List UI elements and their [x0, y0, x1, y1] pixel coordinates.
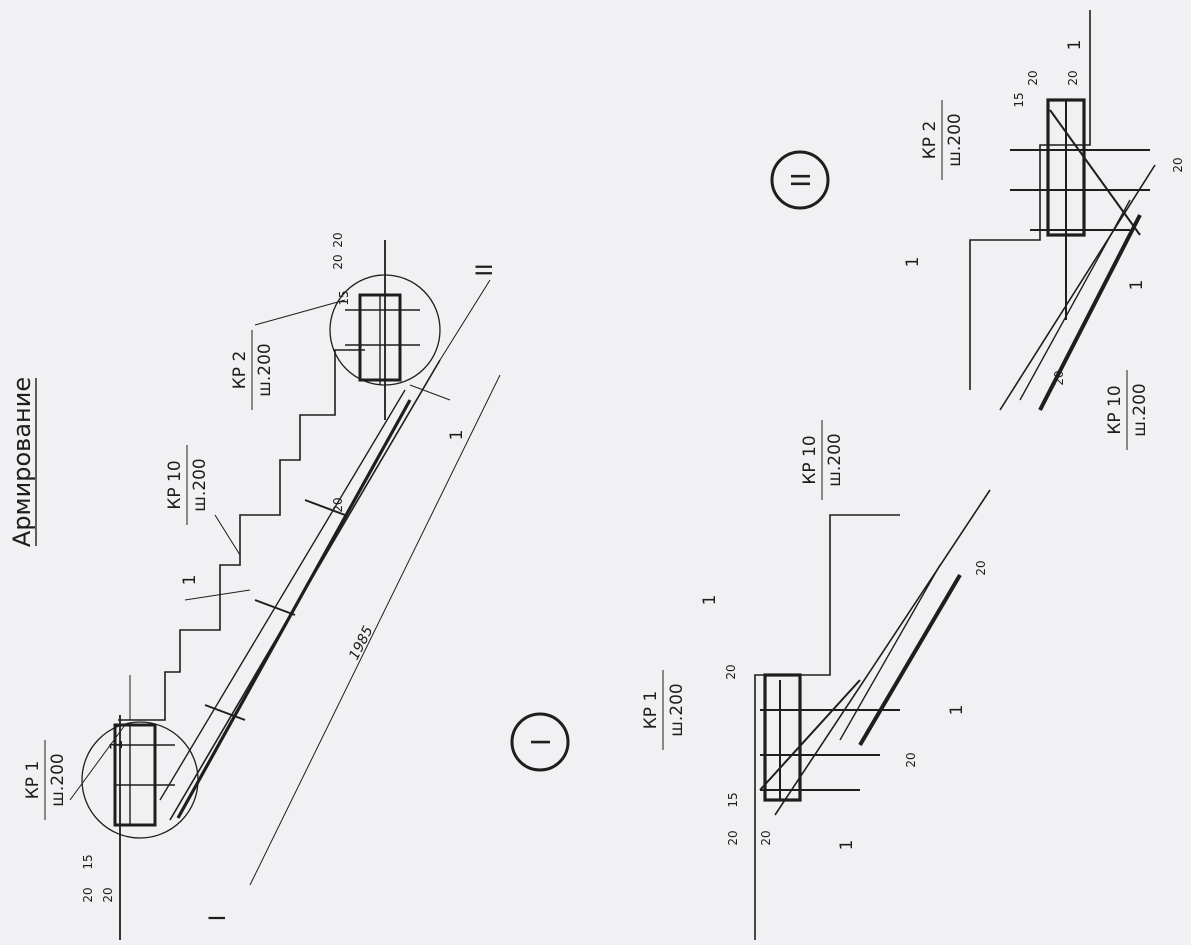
callout-circle-I	[81, 721, 199, 839]
detail-II-cage-bars	[1010, 100, 1150, 320]
title-text: Армирование	[8, 377, 36, 547]
detail-II: II КР 2 ш.200 КР 10 ш.200 1 1 1 15 20 20…	[770, 10, 1185, 450]
callout-label-I: I	[206, 915, 231, 922]
detail-I-diagonal	[759, 679, 861, 791]
detail-I-top-rebar	[839, 564, 941, 741]
detail-II-kp2: КР 2	[920, 121, 940, 160]
label-kp1-step: ш.200	[48, 753, 68, 806]
detail-I-soffit	[774, 489, 991, 816]
detail-I: I КР 1 ш.200 КР 10 ш.200 1 1 1 15 20 20 …	[510, 420, 991, 940]
dim-20r1: 20	[331, 254, 345, 269]
detail-I-landing-cage	[763, 673, 802, 802]
label-kp2-step: ш.200	[255, 343, 275, 396]
detail-II-marker-label: II	[787, 172, 817, 187]
dim-20a: 20	[81, 887, 95, 902]
length-dim-label: 1985	[346, 624, 376, 663]
detail-II-dim-15: 15	[1012, 92, 1026, 107]
detail-I-dim-20d: 20	[904, 752, 918, 767]
detail-II-kp2-step: ш.200	[945, 113, 965, 166]
leader-1b: 1	[180, 575, 200, 586]
detail-I-dim-15: 15	[726, 792, 740, 807]
label-kp10-step: ш.200	[190, 458, 210, 511]
svg-text:1985: 1985	[346, 624, 376, 663]
detail-II-leader-1c: 1	[1065, 40, 1085, 51]
main-view: 1985 КР 1 ш.200 КР 10 ш.200 КР 2 ш.200 1…	[23, 232, 501, 940]
detail-II-dim-20c: 20	[1171, 157, 1185, 172]
dim-20b: 20	[101, 887, 115, 902]
leader-lines	[69, 279, 491, 801]
detail-II-leader-1a: 1	[903, 257, 923, 268]
detail-II-outline	[969, 10, 1091, 390]
detail-I-kp10-step: ш.200	[825, 433, 845, 486]
detail-II-leader-1b: 1	[1127, 280, 1147, 291]
dim-15: 15	[81, 854, 95, 869]
dim-20m: 20	[331, 497, 345, 512]
detail-I-leader-1c: 1	[837, 840, 857, 851]
bottom-rebar	[176, 399, 412, 819]
detail-I-leader-1a: 1	[700, 595, 720, 606]
label-kp1: КР 1	[23, 761, 43, 800]
detail-II-diagonal	[1049, 109, 1141, 236]
detail-II-dim-20a: 20	[1026, 70, 1040, 85]
detail-II-dim-20d: 20	[1052, 370, 1066, 385]
length-dimension-line	[249, 374, 501, 886]
detail-II-dim-20b: 20	[1066, 70, 1080, 85]
bottom-landing-node	[81, 715, 199, 940]
detail-II-soffit	[999, 164, 1156, 411]
top-landing-node	[329, 240, 441, 420]
detail-II-top-rebar	[1019, 199, 1131, 401]
detail-I-dim-20b: 20	[759, 830, 773, 845]
dim-15r: 15	[337, 290, 351, 305]
detail-II-kp10-step: ш.200	[1130, 383, 1150, 436]
label-kp10: КР 10	[165, 460, 185, 509]
callout-label-II: II	[473, 264, 498, 277]
detail-I-cage-bars	[760, 680, 900, 800]
detail-I-kp1-step: ш.200	[667, 683, 687, 736]
callout-circle-II	[329, 274, 441, 386]
top-rebar	[159, 389, 406, 801]
detail-I-bottom-rebar	[858, 573, 962, 747]
detail-I-dim-20a: 20	[726, 830, 740, 845]
stair-steps-outline	[118, 349, 365, 721]
detail-I-leader-1b: 1	[947, 705, 967, 716]
sheet-title: Армирование	[8, 377, 37, 547]
dim-20r2: 20	[331, 232, 345, 247]
leader-1a: 1	[107, 740, 127, 751]
detail-I-marker-circle	[510, 712, 570, 772]
detail-I-outline	[754, 514, 900, 940]
transverse-bars	[204, 499, 346, 721]
detail-I-dim-20e: 20	[974, 560, 988, 575]
detail-I-kp10: КР 10	[800, 435, 820, 484]
label-kp2: КР 2	[230, 351, 250, 390]
detail-II-marker-circle	[770, 150, 830, 210]
detail-II-bottom-rebar	[1038, 214, 1142, 411]
detail-I-kp1: КР 1	[641, 691, 661, 730]
detail-I-dim-20c: 20	[724, 664, 738, 679]
leader-1c: 1	[447, 430, 467, 441]
detail-II-kp10: КР 10	[1105, 385, 1125, 434]
detail-I-marker-label: I	[527, 738, 557, 746]
